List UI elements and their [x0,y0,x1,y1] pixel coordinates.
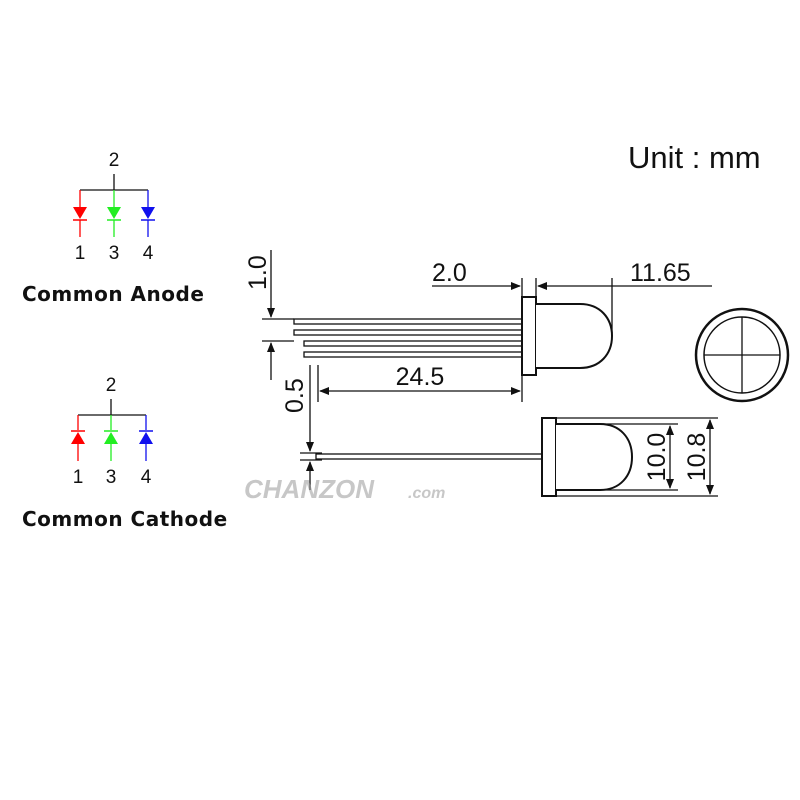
cathode-pin-1-label: 1 [73,467,84,488]
led-top-view: 2.0 11.65 24.5 1.0 0.5 [244,250,712,490]
anode-blue-diode-icon [141,190,155,237]
anode-red-diode-icon [73,190,87,237]
dim-body-length: 11.65 [630,259,691,287]
common-cathode-schematic: 2 1 3 4 Common Cathode [22,375,228,531]
anode-green-diode-icon [107,190,121,237]
dim-flange-height: 2.0 [432,259,467,287]
dim-lead-width: 0.5 [281,378,309,413]
chanzon-watermark: CHANZON .com [244,474,445,504]
watermark-brand: CHANZON [244,474,375,504]
led-end-view [694,307,790,403]
anode-top-pin-label: 2 [109,150,120,171]
anode-pin-3-label: 3 [109,243,120,264]
dim-lead-spacing: 1.0 [244,255,272,290]
dim-flange-diameter: 10.8 [683,433,711,482]
watermark-suffix: .com [408,485,445,502]
cathode-blue-diode-icon [139,415,153,461]
cathode-pin-3-label: 3 [106,467,117,488]
common-cathode-title: Common Cathode [22,507,228,531]
cathode-red-diode-icon [71,415,85,461]
unit-label: Unit : mm [628,140,761,175]
cathode-pin-4-label: 4 [141,467,152,488]
anode-pin-4-label: 4 [143,243,154,264]
cathode-top-pin-label: 2 [106,375,117,396]
common-anode-title: Common Anode [22,282,204,306]
anode-pin-1-label: 1 [75,243,86,264]
dim-lead-length: 24.5 [396,363,445,391]
common-anode-schematic: 2 1 3 4 Common Anode [22,150,204,306]
cathode-green-diode-icon [104,415,118,461]
led-side-view: 10.0 10.8 [315,417,718,497]
dim-lens-diameter: 10.0 [643,433,671,482]
